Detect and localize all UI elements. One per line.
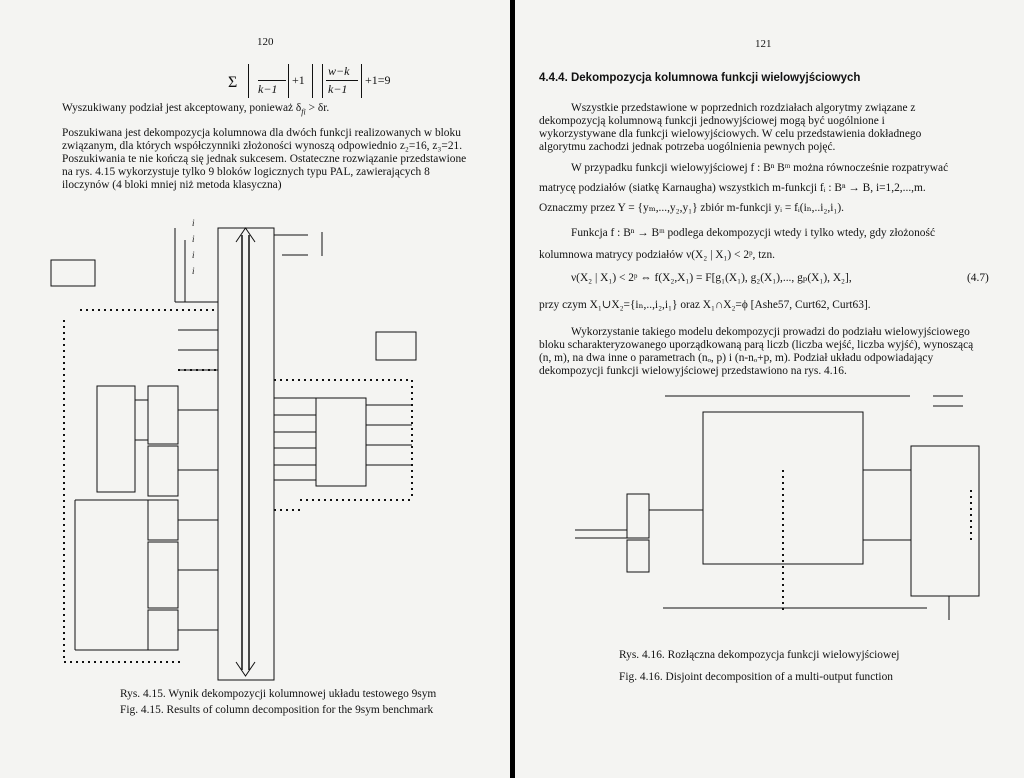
left-paragraph-line: Poszukiwana jest dekompozycja kolumnowa … [62, 127, 461, 139]
formula: Σ k−1 +1 w−k k−1 +1=9 [228, 62, 408, 102]
right-decomposition-block [910, 445, 980, 597]
acceptance-sub: fi [301, 107, 306, 117]
paragraph-line: bloku scharakteryzowanego uporządkowaną … [539, 339, 974, 351]
formula-frac2-den: k−1 [328, 82, 348, 96]
central-block [217, 227, 275, 681]
pal-block-1 [96, 385, 136, 493]
paragraph-line: Oznaczmy przez Y = {yₘ,...,y₂,y₁} zbiór … [539, 202, 844, 214]
input-label-i: i [192, 218, 195, 228]
paragraph-line: matrycę podziałów (siatkę Karnaugha) wsz… [539, 182, 926, 194]
fig-4-16-diagram [575, 395, 980, 620]
small-block-1 [626, 493, 650, 539]
left-paragraph-line: Poszukiwania te nie kończą się jednak su… [62, 153, 467, 165]
paragraph-line: W przypadku funkcji wielowyjściowej f : … [571, 162, 949, 174]
where-line: przy czym X₁∪X₂={iₙ,..,i₂,i₁} oraz X₁∩X₂… [539, 299, 871, 311]
pal-block-7 [315, 397, 367, 487]
formula-frac2-num: w−k [328, 64, 350, 78]
paragraph-line: Funkcja f : Bⁿ → Bᵐ podlega dekompozycji… [571, 227, 935, 239]
input-label-i: i [192, 266, 195, 276]
pal-block-3 [147, 445, 179, 497]
caption-english: Fig. 4.15. Results of column decompositi… [120, 704, 434, 716]
acceptance-text: Wyszukiwany podział jest akceptowany, po… [62, 102, 302, 114]
pal-block-5 [147, 541, 179, 609]
page-number-right: 121 [755, 38, 772, 50]
right-page: 121 4.4.4. Dekompozycja kolumnowa funkcj… [515, 0, 1024, 778]
left-paragraph-line: związanym, dla których współczynniki zło… [62, 140, 463, 152]
paragraph-line: algorytmu zachodzi jednak potrzeba uogól… [539, 141, 836, 153]
caption-polish: Rys. 4.16. Rozłączna dekompozycja funkcj… [619, 649, 900, 661]
pal-block-4 [147, 499, 179, 541]
paragraph-line: (n, m), na dwa inne o parametrach (nₒ, p… [539, 352, 934, 364]
acceptance-sentence: Wyszukiwany podział jest akceptowany, po… [62, 102, 482, 118]
left-paragraph-line: na rys. 4.15 wykorzystuje tylko 9 bloków… [62, 166, 430, 178]
equation-4-7: ν(X₂ | X₁) < 2ᵖ ⇔ f(X₂,X₁) = F[g₁(X₁), g… [571, 272, 852, 284]
small-block-2 [626, 539, 650, 573]
pal-block-2 [147, 385, 179, 445]
equation-number: (4.7) [967, 272, 989, 284]
right-small-block [375, 331, 417, 361]
input-label-i: i [192, 250, 195, 260]
acceptance-end: > δr. [305, 102, 330, 114]
pal-block-6 [147, 609, 179, 651]
formula-plus1: +1 [292, 73, 305, 87]
section-heading: 4.4.4. Dekompozycja kolumnowa funkcji wi… [539, 72, 861, 84]
paragraph-line: dekompozycją kolumnową funkcji jednowyjś… [539, 115, 885, 127]
left-page: 120 Σ k−1 +1 w−k k−1 +1=9 Wyszukiwany po… [0, 0, 510, 778]
paragraph-line: Wykorzystanie takiego modelu dekompozycj… [571, 326, 970, 338]
input-block [50, 259, 96, 287]
left-paragraph-line: iloczynów (4 bloki mniej niż metoda klas… [62, 179, 282, 191]
left-decomposition-block [702, 411, 864, 565]
fig-4-16-caption: Rys. 4.16. Rozłączna dekompozycja funkcj… [619, 644, 999, 688]
caption-polish: Rys. 4.15. Wynik dekompozycji kolumnowej… [120, 688, 437, 700]
input-label-i: i [192, 234, 195, 244]
fig-4-15-diagram: i i i i [50, 218, 417, 681]
formula-result: +1=9 [365, 73, 391, 87]
formula-frac1-den: k−1 [258, 82, 278, 96]
right-paragraph-2: W przypadku funkcji wielowyjściowej f : … [539, 158, 999, 218]
right-paragraph-4: Wykorzystanie takiego modelu dekompozycj… [539, 326, 987, 378]
formula-sigma: Σ [228, 74, 238, 91]
page-number-left: 120 [257, 36, 274, 48]
left-paragraph: Poszukiwana jest dekompozycja kolumnowa … [62, 127, 482, 192]
right-paragraph-3: Funkcja f : Bⁿ → Bᵐ podlega dekompozycji… [539, 222, 999, 266]
paragraph-line: dekompozycji funkcji wielowyjściowej prz… [539, 365, 847, 377]
paragraph-line: wykorzystywane dla funkcji wielowyjściow… [539, 128, 922, 140]
paragraph-line: kolumnowa matrycy podziałów ν(X₂ | X₁) <… [539, 249, 776, 261]
right-paragraph-1: Wszystkie przedstawione w poprzednich ro… [539, 102, 987, 154]
paragraph-line: Wszystkie przedstawione w poprzednich ro… [571, 102, 916, 114]
caption-english: Fig. 4.16. Disjoint decomposition of a m… [619, 671, 893, 683]
fig-4-15-caption: Rys. 4.15. Wynik dekompozycji kolumnowej… [120, 686, 480, 718]
